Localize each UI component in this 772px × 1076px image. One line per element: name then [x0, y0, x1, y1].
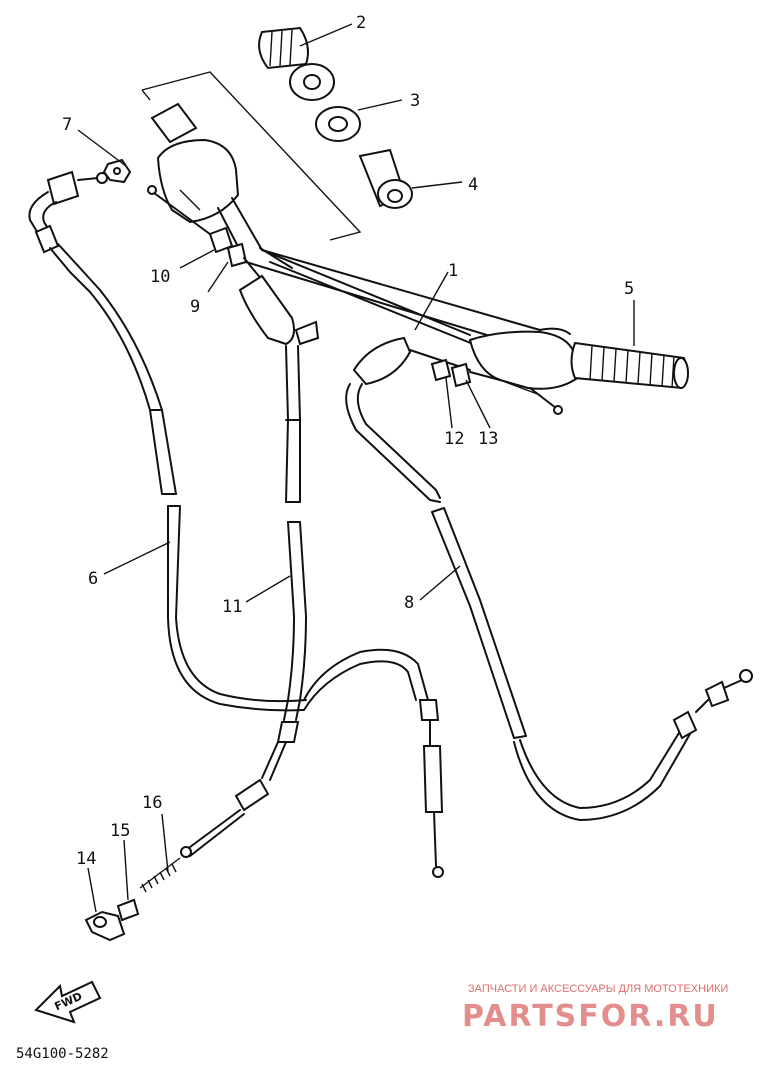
callout-5: 5	[624, 279, 634, 299]
callout-2: 2	[356, 13, 366, 33]
watermark-tagline: ЗАПЧАСТИ И АКСЕССУАРЫ ДЛЯ МОТОТЕХНИКИ	[468, 983, 728, 995]
callout-8: 8	[404, 593, 414, 613]
part-3-washer	[315, 106, 361, 142]
callout-7: 7	[62, 115, 72, 135]
watermark-brand: PARTSFOR.RU	[462, 999, 719, 1034]
cable-6	[28, 170, 444, 878]
handlebar	[150, 102, 689, 415]
callout-1: 1	[448, 261, 458, 281]
part-16-spring	[139, 857, 181, 893]
callout-16: 16	[142, 793, 162, 813]
callout-4: 4	[468, 175, 478, 195]
callout-3: 3	[410, 91, 420, 111]
callout-15: 15	[110, 821, 130, 841]
leader-lines	[77, 23, 635, 913]
part-14-cap	[84, 910, 126, 942]
part-9-10-adjuster	[147, 185, 263, 281]
callout-6: 6	[88, 569, 98, 589]
callout-9: 9	[190, 297, 200, 317]
part-2-grip	[258, 26, 335, 101]
callout-14: 14	[76, 849, 96, 869]
part-4-grip-end	[358, 148, 413, 209]
callout-12: 12	[444, 429, 464, 449]
part-callouts: 1 2 3 4 5 6 7 8 9 10 11 12 13 14 15 16	[62, 13, 634, 869]
callout-13: 13	[478, 429, 498, 449]
callout-11: 11	[222, 597, 242, 617]
fwd-arrow: FWD	[34, 980, 102, 1024]
callout-10: 10	[150, 267, 170, 287]
cable-8	[345, 336, 753, 821]
drawing-code: 54G100-5282	[16, 1046, 109, 1062]
assembly-bracket	[141, 71, 362, 241]
part-12-13-adjuster	[469, 371, 501, 381]
part-7-nut	[102, 158, 132, 184]
cable-11	[180, 274, 320, 858]
part-15-clip	[116, 898, 140, 922]
watermark: ЗАПЧАСТИ И АКСЕССУАРЫ ДЛЯ МОТОТЕХНИКИ PA…	[462, 983, 728, 1034]
